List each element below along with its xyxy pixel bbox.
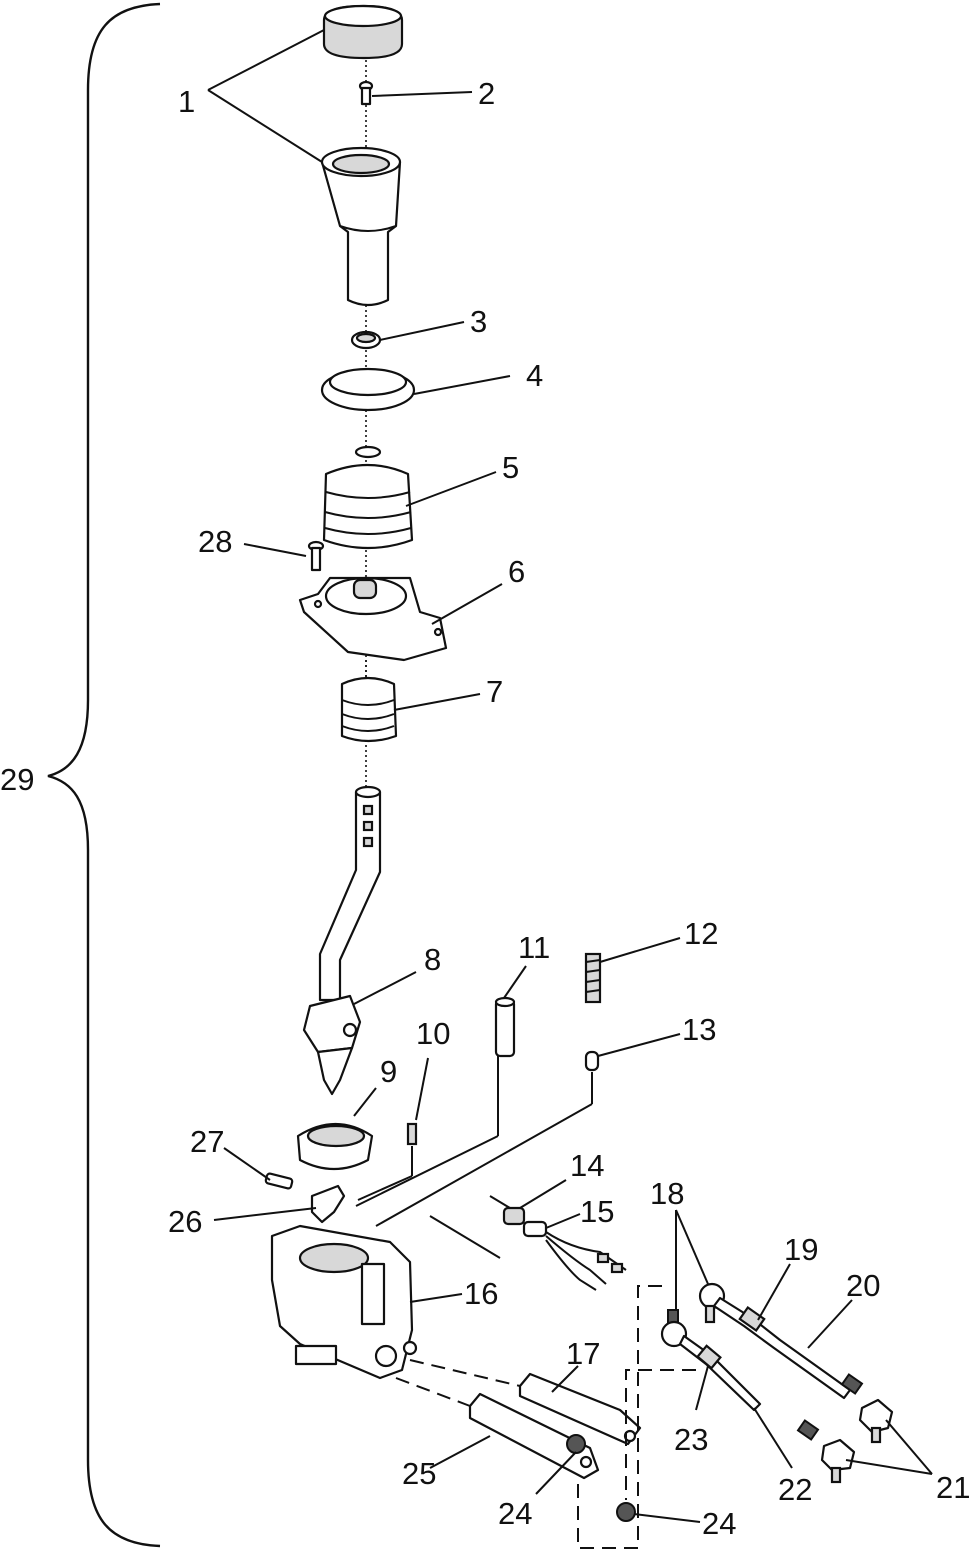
callout-18: 18	[650, 1176, 684, 1211]
callout-2: 2	[478, 76, 495, 111]
detent-plate-26	[310, 1184, 346, 1224]
callout-10: 10	[416, 1016, 450, 1051]
set-screw-10	[406, 1122, 418, 1146]
detent-13	[584, 1050, 600, 1072]
dashed-link-housing	[409, 1359, 521, 1387]
callout-27: 27	[190, 1124, 224, 1159]
ball-joint-21-a	[840, 1373, 894, 1444]
dashed-link-18	[577, 1285, 662, 1549]
callout-15: 15	[580, 1194, 614, 1229]
callout-25: 25	[402, 1456, 436, 1491]
callout-13: 13	[682, 1012, 716, 1047]
callout-17: 17	[566, 1336, 600, 1371]
nut-24-bottom	[616, 1502, 636, 1522]
callout-1: 1	[178, 84, 195, 119]
screw-2	[358, 80, 374, 106]
small-ring	[350, 330, 382, 350]
callout-29: 29	[0, 762, 34, 797]
ball-joint-21-b	[796, 1419, 856, 1484]
callout-8: 8	[424, 942, 441, 977]
callout-3: 3	[470, 304, 487, 339]
callout-22: 22	[778, 1472, 812, 1507]
shaft-25	[468, 1392, 600, 1480]
callout-24-right: 24	[702, 1506, 736, 1541]
callout-6: 6	[508, 554, 525, 589]
dashed-link-22	[625, 1369, 696, 1500]
rubber-boot	[340, 676, 398, 743]
shift-lever	[302, 785, 382, 1096]
nut-24-left	[566, 1434, 586, 1454]
callout-26: 26	[168, 1204, 202, 1239]
pin-11	[494, 996, 516, 1058]
bellows-boot	[322, 445, 414, 550]
callout-28: 28	[198, 524, 232, 559]
assembly-brace	[47, 2, 161, 1548]
callout-16: 16	[464, 1276, 498, 1311]
callout-5: 5	[502, 450, 519, 485]
callout-24-left: 24	[498, 1496, 532, 1531]
shifter-housing	[270, 1224, 418, 1380]
neutral-switch	[489, 1195, 526, 1226]
callout-19: 19	[784, 1232, 818, 1267]
callout-21: 21	[936, 1470, 970, 1505]
spring-12	[584, 952, 602, 1004]
rod-end-18-lower	[660, 1309, 688, 1348]
linkage-rod-22	[678, 1334, 762, 1412]
callout-9: 9	[380, 1054, 397, 1089]
callout-14: 14	[570, 1148, 604, 1183]
leader-lines	[207, 29, 933, 1523]
callout-23: 23	[674, 1422, 708, 1457]
callout-20: 20	[846, 1268, 880, 1303]
large-ring	[320, 367, 416, 412]
shifter-plate	[298, 576, 448, 662]
knob-handle	[320, 146, 402, 307]
knob-cap	[322, 4, 404, 60]
linkage-rod-20	[712, 1296, 852, 1400]
screw-28	[307, 540, 325, 572]
gate-ring	[296, 1122, 374, 1170]
callout-11: 11	[518, 930, 550, 965]
wire-harness	[522, 1220, 627, 1291]
callout-12: 12	[684, 916, 718, 951]
callout-4: 4	[526, 358, 543, 393]
callout-7: 7	[486, 674, 503, 709]
dashed-link-housing-2	[395, 1377, 471, 1407]
pin-27	[264, 1172, 294, 1190]
